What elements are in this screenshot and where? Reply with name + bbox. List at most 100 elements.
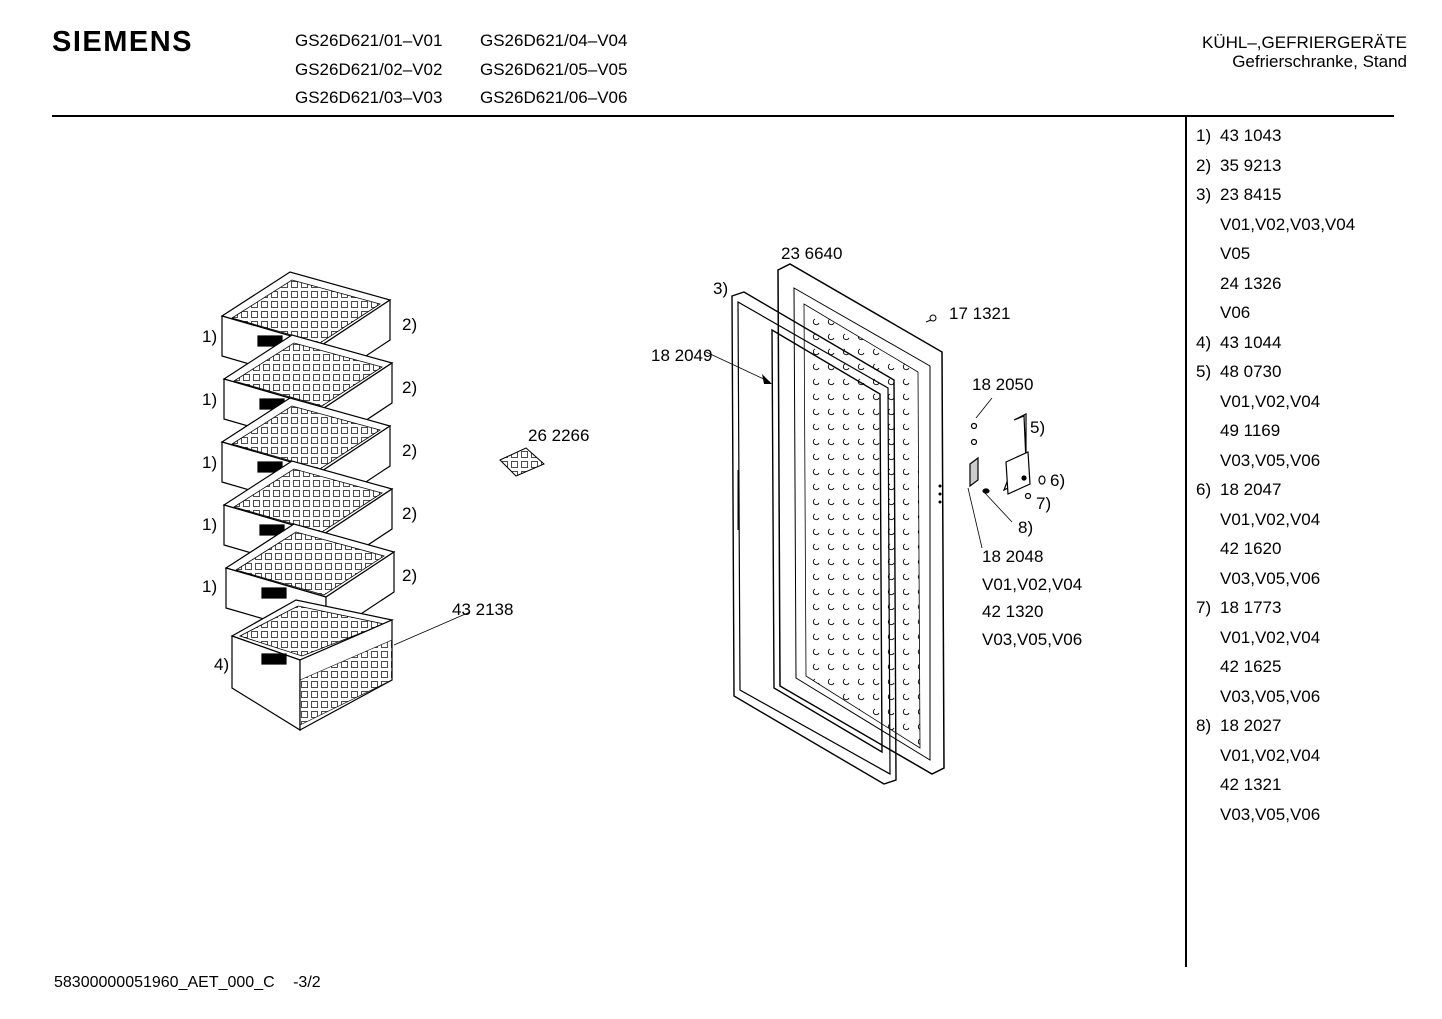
ice-cube-tray [499,447,545,477]
variant-label: V01,V02,V04 [982,575,1083,594]
callout-label: 6) [1050,471,1066,490]
legend-row: 6) 18 2047 [1196,479,1355,509]
legend-num: 1) [1196,126,1212,145]
part-number-label: 26 2266 [528,426,590,445]
model-number: GS26D621/03–V03 [295,88,443,107]
model-number: GS26D621/06–V06 [480,88,628,107]
legend-text: 42 1620 [1220,539,1282,558]
door-dots [938,484,942,504]
part-number-label: 18 2050 [972,375,1034,394]
legend-text: V01,V02,V04 [1220,509,1321,529]
legend-num: 8) [1196,716,1212,735]
product-category: KÜHL–,GEFRIERGERÄTE Gefrierschranke, Sta… [1202,33,1407,71]
freezer-drawer-bottom [230,599,394,732]
page-number: -3/2 [293,974,321,991]
document-footer: 58300000051960_AET_000_C -3/2 [54,974,321,992]
part-number-label: 23 6640 [781,244,843,263]
legend-row: 5) 48 0730 [1196,361,1355,391]
legend-row: 2)35 9213 [1196,155,1355,185]
freezer-door [777,263,945,775]
legend-row: V03,V05,V06 [1196,568,1355,598]
legend-row: 42 1625 [1196,656,1355,686]
legend-text: 48 0730 [1220,362,1282,381]
legend-text: V05 [1220,244,1251,263]
callout-label: 1) [202,390,218,409]
legend-row: V01,V02,V04 [1196,391,1355,421]
parts-legend: 1) 43 1043 2)35 9213 3) 23 8415 V01,V02,V0… [1196,125,1355,833]
legend-row: 42 1321 [1196,774,1355,804]
legend-row: 4)43 1044 [1196,332,1355,362]
legend-text: V03,V05,V06 [1220,568,1321,588]
legend-row: V03,V05,V06 [1196,450,1355,480]
legend-row: V01,V02,V04 [1196,627,1355,657]
legend-num: 5) [1196,362,1212,381]
callout-label: 7) [1036,494,1052,513]
model-list: GS26D621/01–V01 GS26D621/04–V04 GS26D621… [295,30,665,109]
legend-num: 3) [1196,185,1212,204]
legend-text: V06 [1220,303,1251,322]
callout-label: 8) [1018,518,1034,537]
exploded-parts-drawing [220,263,1046,785]
callout-label: 5) [1030,418,1046,437]
legend-divider [1185,117,1187,967]
legend-row: V05 [1196,243,1355,273]
legend-text: 43 1044 [1220,332,1282,352]
legend-row: 49 1169 [1196,420,1355,450]
brand-logo: SIEMENS [52,26,194,58]
callout-label: 2) [402,315,418,334]
legend-row: 1) 43 1043 [1196,125,1355,155]
callout-label: 2) [402,378,418,397]
legend-text: 23 8415 [1220,185,1282,204]
part-number-label: 42 1320 [982,602,1044,621]
legend-row: 3) 23 8415 [1196,184,1355,214]
legend-text: V01,V02,V04 [1220,745,1321,765]
legend-text: V01,V02,V03,V04 [1220,214,1356,234]
part-number-label: 18 2049 [651,346,713,365]
legend-text: V01,V02,V04 [1220,627,1321,647]
callout-label: 2) [402,566,418,585]
legend-row: V03,V05,V06 [1196,686,1355,716]
legend-text: 43 1043 [1220,126,1282,145]
legend-row: V01,V02,V03,V04 [1196,214,1355,244]
legend-text: 42 1625 [1220,657,1282,676]
legend-row: 7) 18 1773 [1196,597,1355,627]
part-number-label: 17 1321 [949,304,1011,323]
part-number-label: 18 2048 [982,547,1044,566]
legend-row: V06 [1196,302,1355,332]
screw-icon [925,314,937,323]
freezer-drawer-stack [220,271,396,732]
category-title: KÜHL–,GEFRIERGERÄTE [1202,33,1407,52]
part-number-label: 43 2138 [452,600,514,619]
legend-num: 7) [1196,598,1212,617]
model-number: GS26D621/04–V04 [480,31,628,50]
model-number: GS26D621/01–V01 [295,31,443,50]
legend-text: V01,V02,V04 [1220,391,1321,411]
legend-num: 2) [1196,155,1212,175]
door-gasket [731,291,897,785]
legend-row: V01,V02,V04 [1196,509,1355,539]
category-subtitle: Gefrierschranke, Stand [1232,52,1407,71]
legend-text: 42 1321 [1220,775,1282,794]
callout-label: 1) [202,577,218,596]
legend-text: V03,V05,V06 [1220,686,1321,706]
legend-text: 49 1169 [1220,421,1281,440]
callout-label: 1) [202,453,218,472]
legend-text: 24 1326 [1220,273,1282,293]
model-number: GS26D621/05–V05 [480,59,628,79]
callout-label: 2) [402,441,418,460]
callout-label: 3) [713,279,729,298]
document-code: 58300000051960_AET_000_C [54,974,275,991]
legend-row: V01,V02,V04 [1196,745,1355,775]
legend-text: 18 1773 [1220,598,1282,617]
legend-row: 8)18 2027 [1196,715,1355,745]
header-divider [52,115,1394,117]
legend-row: V03,V05,V06 [1196,804,1355,834]
legend-text: 18 2047 [1220,480,1282,499]
model-number: GS26D621/02–V02 [295,59,443,79]
legend-row: 42 1620 [1196,538,1355,568]
callout-label: 1) [202,327,218,346]
legend-text: V03,V05,V06 [1220,804,1321,824]
legend-text: V03,V05,V06 [1220,450,1321,470]
legend-num: 6) [1196,480,1212,499]
callout-label: 4) [214,655,230,674]
